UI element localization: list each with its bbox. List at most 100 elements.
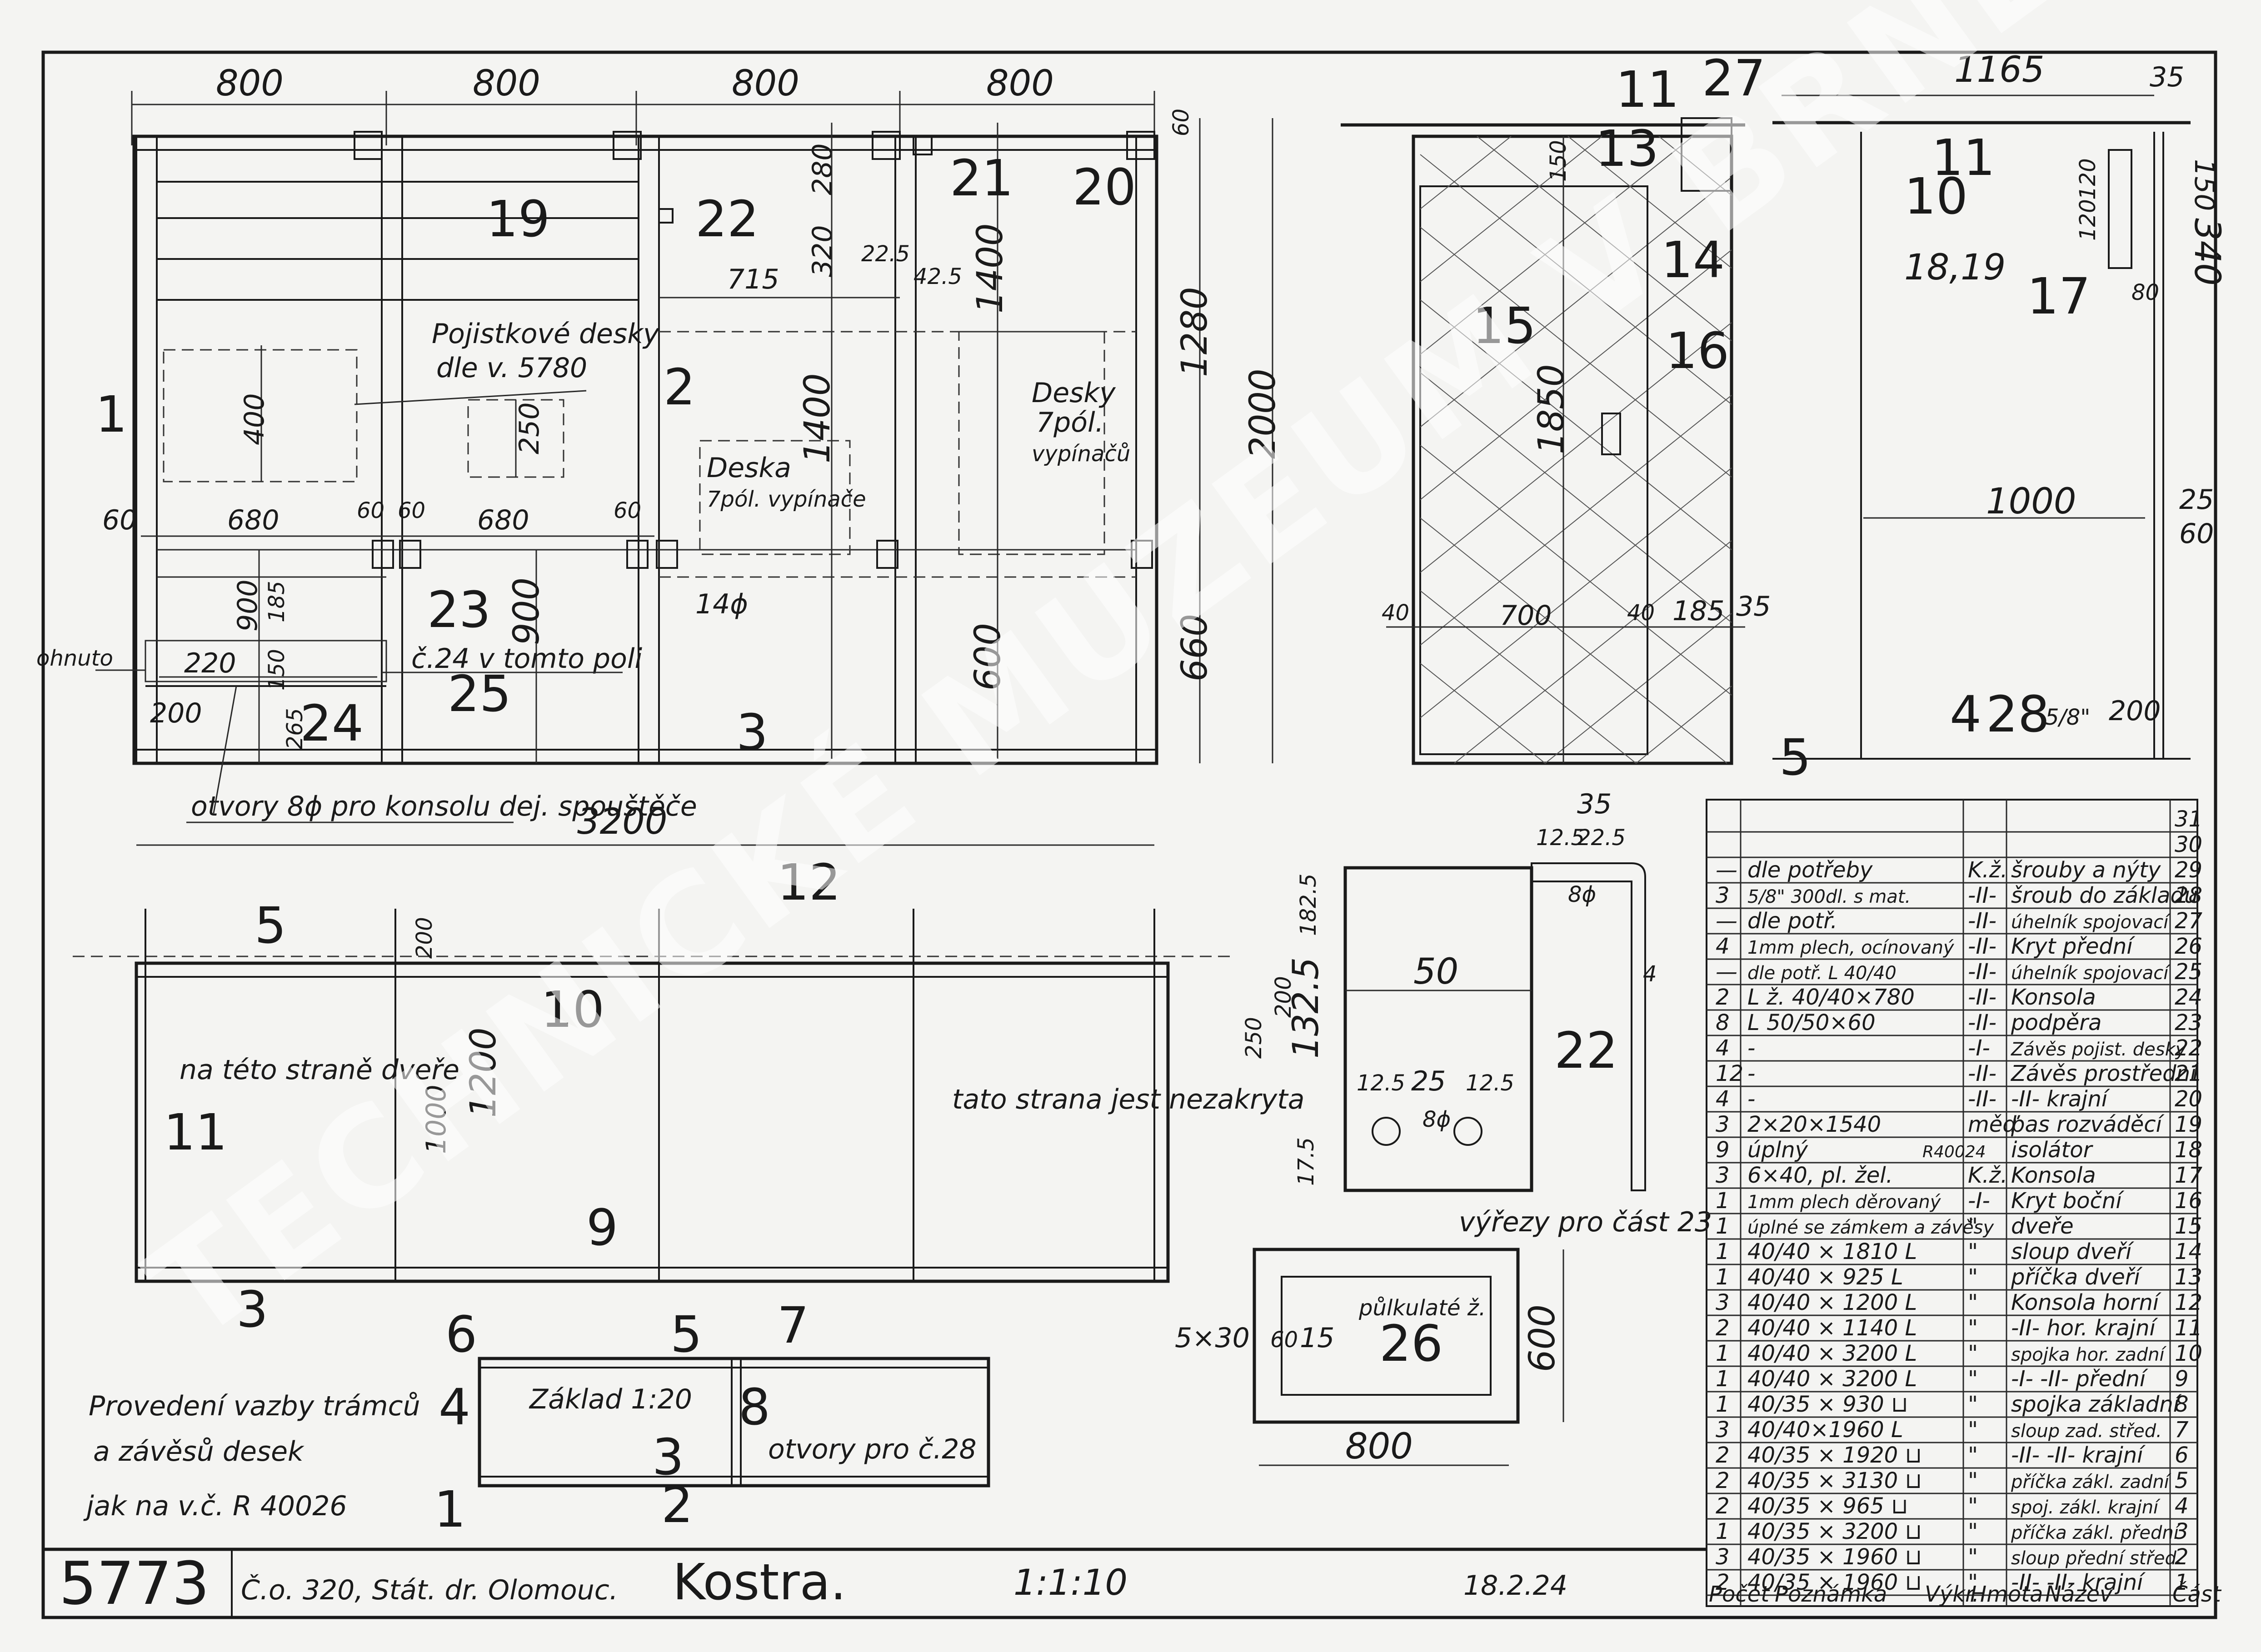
parts-table-frame bbox=[1706, 799, 2198, 1607]
table-cell-name: sloup dveří bbox=[2011, 1239, 2135, 1264]
side-view: 150 1850 40 700 40 185 35 11 27 13 14 15… bbox=[1341, 49, 1771, 765]
dim-680-2: 680 bbox=[477, 504, 529, 536]
table-cell-material: " bbox=[1968, 1341, 1978, 1366]
label-part-22-detail: 22 bbox=[1554, 1021, 1618, 1080]
end-view: 1165 35 150 340 120 120 80 1000 25 60 20… bbox=[1772, 50, 2227, 786]
table-cell-material: -II- bbox=[1968, 908, 1996, 934]
table-cell-name: pas rozváděcí bbox=[2011, 1112, 2165, 1137]
remark-line-1: Provedení vazby trámců bbox=[89, 1390, 420, 1422]
table-cell-note: úplné se zámkem a závěsy bbox=[1747, 1217, 1994, 1238]
side-frame bbox=[1412, 134, 1733, 765]
dim-5-8: 5/8" bbox=[2045, 705, 2090, 730]
door-handle bbox=[1601, 413, 1621, 455]
dim-800-1: 800 bbox=[216, 63, 284, 104]
dim-8d-top: 8ϕ bbox=[1568, 882, 1596, 907]
dim-1200-plan: 1200 bbox=[463, 1027, 504, 1118]
table-cell-count: — bbox=[1716, 857, 1737, 883]
label-base-4: 4 bbox=[439, 1378, 470, 1436]
header-cast: Část bbox=[2172, 1581, 2222, 1607]
table-cell-count: 3 bbox=[1716, 1112, 1730, 1137]
table-cell-material: -II- bbox=[1968, 1010, 1996, 1035]
label-base-7: 7 bbox=[777, 1296, 809, 1354]
table-cell-material: " bbox=[1968, 1290, 1978, 1315]
switch-board-1 bbox=[699, 440, 851, 555]
table-cell-note: 40/40 × 3200 L bbox=[1747, 1341, 1917, 1366]
table-cell-part: 30 bbox=[2175, 832, 2202, 857]
dim-800-d26: 800 bbox=[1345, 1426, 1413, 1467]
header-vykr: Výkr. bbox=[1925, 1582, 1979, 1607]
table-cell-note: dle potřeby bbox=[1747, 857, 1873, 883]
dim-182-5: 182.5 bbox=[1296, 874, 1321, 936]
dim-40-b: 40 bbox=[1627, 600, 1655, 626]
table-cell-part: 7 bbox=[2175, 1417, 2189, 1443]
dim-80-end: 80 bbox=[2131, 280, 2159, 305]
table-cell-note: 1mm plech děrovaný bbox=[1747, 1192, 1942, 1213]
remark: Provedení vazby trámců a závěsů desek ja… bbox=[83, 1390, 420, 1522]
table-cell-note: úplný bbox=[1747, 1137, 1808, 1163]
table-cell-name: Závěs prostřední bbox=[2010, 1061, 2199, 1086]
label-part-10: 10 bbox=[1904, 167, 1968, 225]
dim-200: 200 bbox=[150, 697, 202, 729]
table-cell-count: 1 bbox=[1716, 1264, 1730, 1290]
table-cell-material: " bbox=[1968, 1392, 1978, 1417]
table-cell-part: 26 bbox=[2175, 934, 2202, 959]
dim-1400-right: 1400 bbox=[970, 223, 1011, 313]
dim-42-5: 42.5 bbox=[913, 264, 962, 289]
table-cell-material: " bbox=[1968, 1315, 1978, 1341]
label-part-26: 26 bbox=[1379, 1314, 1443, 1373]
note-deska: Deska bbox=[707, 452, 791, 484]
dim-35-end: 35 bbox=[2150, 61, 2184, 93]
dim-220: 220 bbox=[184, 647, 236, 679]
table-cell-count: 8 bbox=[1716, 1010, 1730, 1035]
detail-26: výřezy pro část 23 půlkulaté ž. 5×30 60 … bbox=[1175, 1206, 1712, 1467]
table-cell-count: 1 bbox=[1716, 1392, 1730, 1417]
label-part-20: 20 bbox=[1073, 158, 1136, 216]
table-cell-part: 23 bbox=[2175, 1010, 2202, 1035]
table-cell-material: " bbox=[1968, 1519, 1978, 1544]
table-cell-part: 21 bbox=[2175, 1061, 2202, 1086]
table-cell-material: -I- bbox=[1968, 1035, 1990, 1061]
dim-400: 400 bbox=[239, 393, 270, 445]
parts-table-header: Počet Poznámka Výkr. Hmota Název Část bbox=[1709, 1581, 2222, 1607]
table-cell-count: — bbox=[1716, 908, 1737, 934]
table-cell-name: sloup přední střed. bbox=[2011, 1548, 2182, 1569]
dim-800-3: 800 bbox=[732, 63, 799, 104]
table-cell-name: Závěs pojist. desky bbox=[2011, 1039, 2187, 1060]
dim-250-d22: 250 bbox=[1241, 1017, 1267, 1059]
table-cell-count: 3 bbox=[1716, 1417, 1730, 1443]
table-cell-name: příčka dveří bbox=[2011, 1264, 2143, 1290]
table-cell-material: " bbox=[1968, 1264, 1978, 1290]
base-detail: Základ 1:20 otvory pro č.28 6 5 7 4 8 3 … bbox=[434, 1296, 990, 1538]
table-cell-material: měď bbox=[1968, 1112, 2021, 1137]
note-pojistkove: Pojistkové desky bbox=[432, 318, 660, 350]
table-cell-count: 3 bbox=[1716, 1544, 1730, 1570]
dim-12-5-a: 12.5 bbox=[1357, 1070, 1405, 1096]
table-cell-material: -II- bbox=[1968, 1086, 1996, 1112]
table-cell-count: 4 bbox=[1716, 934, 1730, 959]
table-cell-count: 1 bbox=[1716, 1519, 1730, 1544]
note-c24: č.24 v tomto poli bbox=[411, 643, 643, 675]
base-title: Základ 1:20 bbox=[529, 1383, 692, 1415]
dim-280: 280 bbox=[807, 143, 839, 195]
dim-600-d26: 600 bbox=[1522, 1304, 1563, 1372]
table-cell-count: 12 bbox=[1716, 1061, 1743, 1086]
table-cell-count: — bbox=[1716, 959, 1737, 985]
dim-60-b: 60 bbox=[357, 498, 384, 523]
table-cell-name: -II- hor. krajní bbox=[2011, 1315, 2159, 1341]
title-block: 5773 Č.o. 320, Stát. dr. Olomouc. Kostra… bbox=[43, 1548, 1707, 1618]
table-cell-part: 25 bbox=[2175, 959, 2202, 985]
label-base-2: 2 bbox=[661, 1476, 693, 1534]
dim-900-left: 900 bbox=[232, 579, 264, 632]
dim-200-d22: 200 bbox=[1271, 976, 1296, 1018]
table-cell-part: 1 bbox=[2175, 1570, 2189, 1595]
dim-1165: 1165 bbox=[1954, 50, 2045, 90]
dim-600: 600 bbox=[968, 623, 1008, 691]
label-part-16: 16 bbox=[1666, 322, 1729, 380]
dim-8d-bot: 8ϕ bbox=[1422, 1107, 1451, 1132]
label-part-11-plan: 11 bbox=[164, 1103, 227, 1161]
dim-800-2: 800 bbox=[473, 63, 540, 104]
dim-1000-plan: 1000 bbox=[420, 1085, 452, 1154]
note-desky-3: vypínačů bbox=[1032, 441, 1130, 467]
remark-line-2: a závěsů desek bbox=[93, 1436, 304, 1468]
